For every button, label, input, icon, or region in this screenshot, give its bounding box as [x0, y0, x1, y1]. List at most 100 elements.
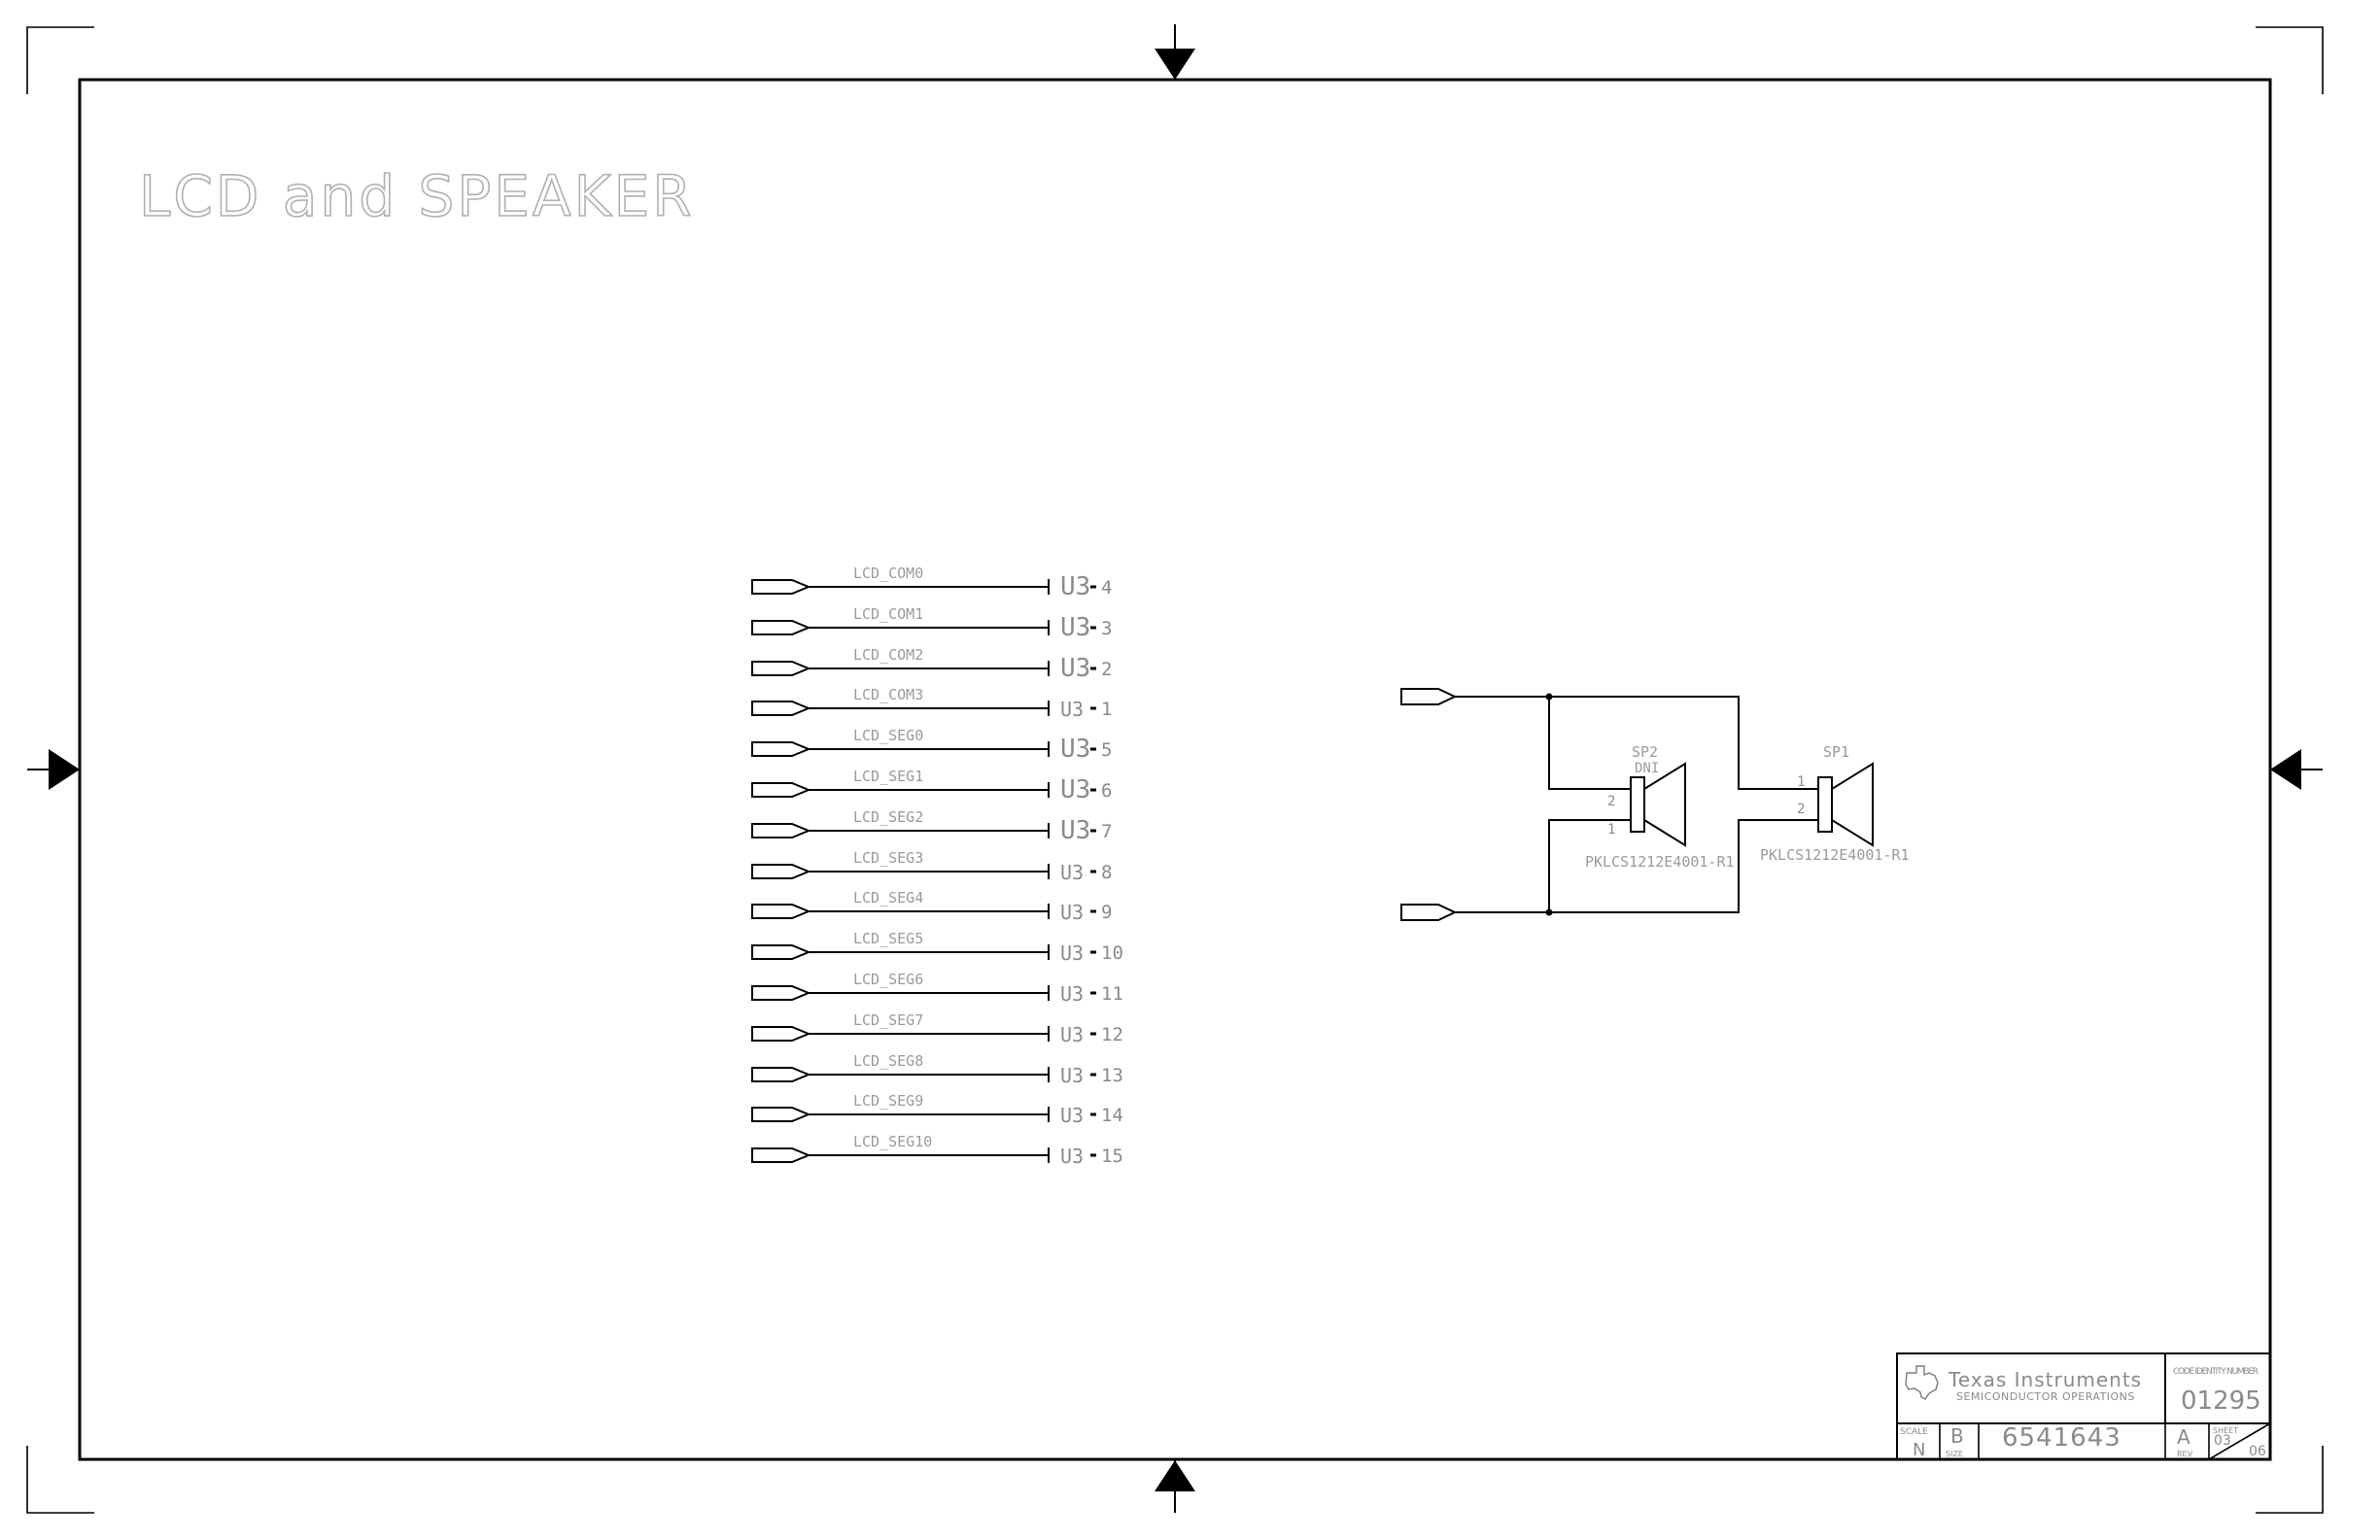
lcd-net-row: LCD_COM1 U3 3	[751, 605, 1112, 642]
speaker-sp1-body	[1817, 776, 1833, 833]
title-block: Texas Instruments SEMICONDUCTOR OPERATIO…	[1896, 1352, 2271, 1460]
speaker-sp1-part: PKLCS1212E4001-R1	[1760, 846, 1910, 864]
net-label: LCD_SEG1	[853, 768, 923, 785]
sheet-total: 06	[2249, 1444, 2266, 1459]
pin-number: 6	[1101, 780, 1112, 802]
pin-reference: U3	[1060, 698, 1084, 721]
net-label: LCD_SEG7	[853, 1011, 923, 1029]
net-label: LCD_SEG5	[853, 930, 923, 947]
pin-number: 7	[1101, 821, 1112, 842]
pin-number: 13	[1101, 1065, 1123, 1086]
junction-dot	[1545, 693, 1553, 701]
drawing-frame	[78, 78, 2272, 1461]
title-block-outer	[1896, 1352, 2271, 1460]
code-identity-number: 01295	[2181, 1386, 2261, 1416]
pin-reference: U3	[1060, 1104, 1084, 1127]
lcd-net-row: LCD_COM2 U3 2	[751, 646, 1112, 683]
sheet-title: LCD and SPEAKER	[139, 163, 695, 229]
pin-number: 15	[1101, 1146, 1123, 1167]
lcd-net-row: LCD_SEG2 U3 7	[751, 808, 1112, 845]
speaker-sp1-cone	[1831, 762, 1874, 847]
pin-reference: U3	[1060, 901, 1084, 924]
offpage-connector	[751, 1026, 811, 1042]
pin-reference: U3	[1060, 613, 1090, 642]
sheet-label: SHEET	[2213, 1426, 2238, 1435]
wire-sp2-pin1	[1548, 819, 1630, 912]
net-label: LCD_COM2	[853, 646, 923, 664]
ti-logo-icon	[1905, 1365, 1939, 1400]
net-label: LCD_SEG9	[853, 1092, 923, 1110]
pin-reference: U3	[1060, 572, 1090, 601]
offpage-connector	[751, 701, 811, 716]
pin-reference: U3	[1060, 816, 1090, 845]
offpage-connector	[751, 1147, 811, 1163]
speaker-sp1-pin-bottom: 2	[1797, 802, 1805, 817]
offpage-connector	[751, 1067, 811, 1082]
pin-number: 2	[1101, 659, 1112, 680]
net-label: LCD_COM0	[853, 565, 923, 582]
scale-label: SCALE	[1900, 1427, 1928, 1437]
offpage-connector	[751, 782, 811, 798]
speaker-sp2-cone	[1643, 762, 1686, 847]
pin-reference: U3	[1060, 861, 1084, 884]
pin-reference: U3	[1060, 941, 1084, 965]
pin-number: 1	[1101, 699, 1112, 720]
speaker-sp2-note: DNI	[1635, 761, 1659, 776]
pin-number: 3	[1101, 618, 1112, 639]
offpage-connector	[751, 1107, 811, 1122]
pin-reference: U3	[1060, 1023, 1084, 1046]
speaker-circuit: SP2 DNI 2 1 PKLCS1212E4001-R1 SP1 1 2 PK…	[1400, 688, 1910, 921]
offpage-connector	[751, 864, 811, 879]
pin-number: 9	[1101, 902, 1112, 923]
speaker-sp1-pin-top: 1	[1797, 774, 1805, 790]
crop-marks	[26, 26, 2324, 1514]
net-label: LCD_COM1	[853, 605, 923, 623]
offpage-connector-top	[1400, 688, 1458, 705]
offpage-connector	[751, 904, 811, 919]
offpage-connector-bottom	[1400, 904, 1458, 921]
wire-sp2-pin2	[1548, 697, 1630, 790]
pin-reference: U3	[1060, 1145, 1084, 1168]
centering-arrows	[27, 24, 2323, 1513]
pin-reference: U3	[1060, 654, 1090, 683]
pin-reference: U3	[1060, 775, 1090, 804]
offpage-connector	[751, 579, 811, 595]
code-identity-label: CODE IDENTITY NUMBER	[2173, 1367, 2259, 1377]
scale-value: N	[1913, 1440, 1925, 1460]
speaker-sp2-pin-top: 2	[1607, 794, 1615, 809]
pin-reference: U3	[1060, 982, 1084, 1006]
offpage-connector	[751, 985, 811, 1001]
speaker-sp2-body	[1630, 776, 1645, 833]
net-label: LCD_SEG4	[853, 889, 923, 907]
sheet-number: 03	[2214, 1433, 2231, 1449]
pin-reference: U3	[1060, 735, 1090, 764]
pin-number: 8	[1101, 862, 1112, 883]
rev-label: REV	[2177, 1450, 2193, 1458]
net-label: LCD_SEG0	[853, 727, 923, 744]
net-label: LCD_SEG10	[853, 1133, 932, 1150]
speaker-sp1: SP1 1 2 PKLCS1212E4001-R1	[1760, 743, 1910, 864]
pin-number: 10	[1101, 942, 1123, 964]
pin-number: 11	[1101, 983, 1123, 1005]
net-label: LCD_COM3	[853, 686, 923, 703]
drawing-number: 6541643	[2002, 1423, 2121, 1453]
net-label: LCD_SEG2	[853, 808, 923, 826]
net-label: LCD_SEG6	[853, 971, 923, 988]
pin-number: 12	[1101, 1024, 1123, 1045]
offpage-connector	[751, 620, 811, 635]
net-label: LCD_SEG8	[853, 1052, 923, 1070]
junction-dot	[1545, 908, 1553, 916]
rev-value: A	[2177, 1425, 2190, 1449]
